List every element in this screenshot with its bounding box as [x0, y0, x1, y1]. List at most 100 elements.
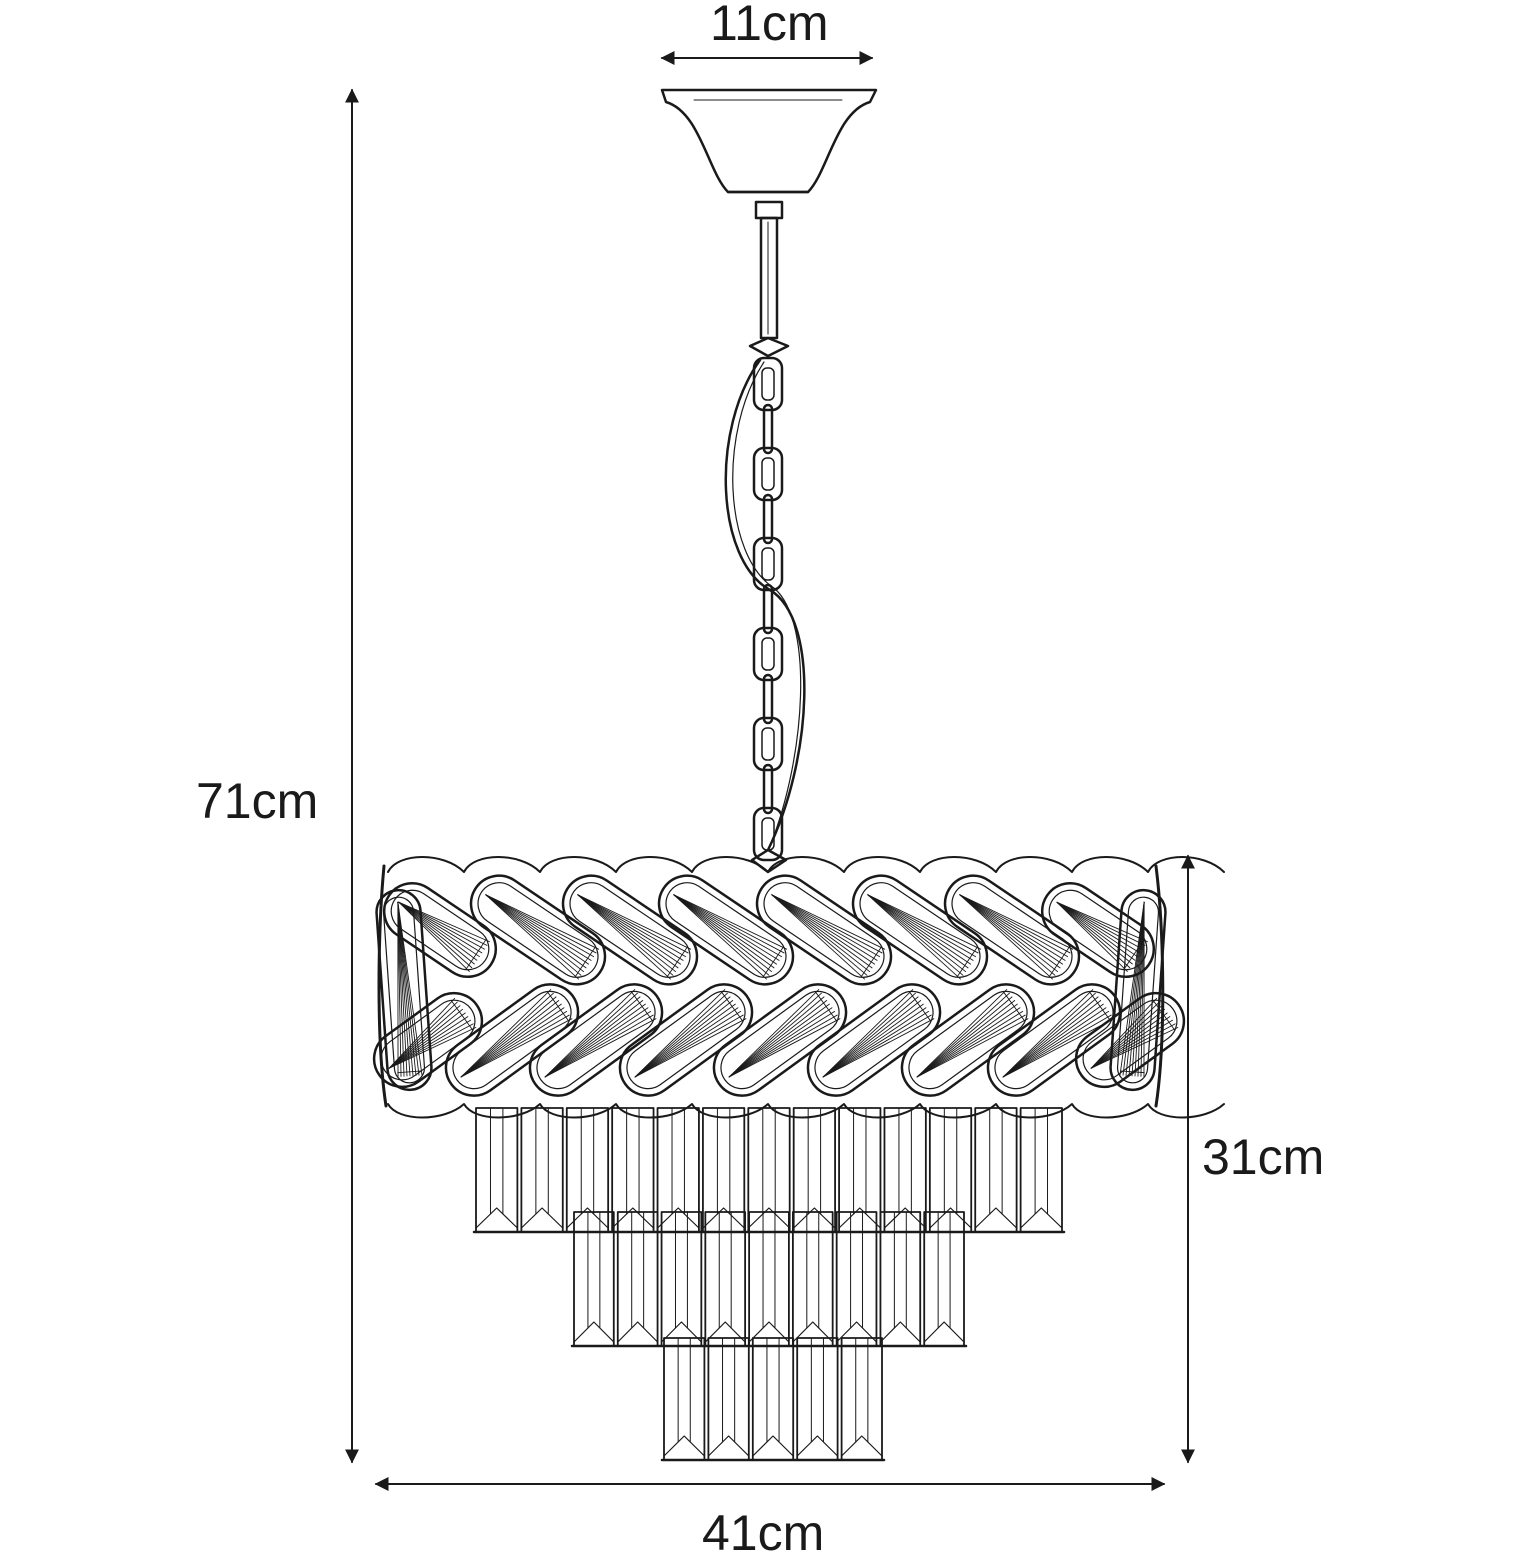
prism-body — [747, 1107, 791, 1233]
crystal-facet — [577, 894, 682, 965]
crystal-facet — [1131, 901, 1145, 1077]
prism-body — [1019, 1107, 1063, 1233]
crystal-facet — [916, 996, 1013, 1078]
chain-link-hole — [761, 727, 775, 761]
crystal-facet — [1002, 989, 1094, 1078]
crown-crystal — [943, 874, 1081, 986]
prism — [520, 1107, 564, 1233]
crystal-facet — [450, 1000, 474, 1031]
crystal-facet — [485, 894, 597, 954]
crystal-frame — [943, 874, 1081, 986]
prism — [883, 1107, 927, 1233]
crystal-facet — [959, 894, 1066, 961]
tier-1 — [472, 1107, 1066, 1234]
crystal-facet — [465, 938, 487, 970]
crystal-facet — [1152, 1000, 1176, 1031]
crystal-facet — [1002, 1007, 1107, 1078]
crystal-inner — [536, 990, 656, 1090]
prism-body — [704, 1211, 747, 1347]
crystal-facet — [867, 894, 961, 980]
crystal-facet — [771, 894, 881, 958]
crown-crystal — [986, 983, 1122, 1097]
crystal-facet — [577, 894, 679, 969]
crystal-facet — [771, 894, 870, 973]
crystal-frame — [900, 983, 1036, 1097]
crystal-facet — [771, 894, 865, 980]
crystal-facet — [544, 1000, 644, 1078]
crystal-facet — [634, 1003, 736, 1078]
crystal-facet — [728, 1000, 828, 1078]
prism — [835, 1211, 878, 1347]
crystal-facet — [397, 901, 411, 1077]
crown-crystal — [444, 983, 580, 1097]
crystal-facet — [485, 894, 584, 973]
prism-tip — [617, 1321, 659, 1343]
crystal-facet — [916, 1010, 1024, 1078]
crystal-frame — [1040, 882, 1156, 978]
prism-body — [475, 1107, 519, 1233]
crystal-facet — [959, 894, 1056, 976]
crystal-facet — [574, 946, 596, 978]
crystal-facet — [634, 1010, 742, 1078]
crystal-facet — [822, 1018, 935, 1078]
prism-body — [879, 1211, 922, 1347]
crystal-facet — [397, 901, 408, 1077]
crystal-facet — [771, 894, 876, 965]
chain-link — [752, 806, 784, 862]
crystal-facet — [822, 992, 916, 1078]
crystal-facet — [1122, 901, 1145, 1076]
crystal-facet — [1002, 1000, 1102, 1078]
crystal-facet — [959, 894, 1058, 973]
prism — [747, 1107, 791, 1233]
crystal-facet — [485, 894, 590, 965]
crystal-facet — [1002, 1010, 1110, 1078]
prism — [616, 1211, 659, 1347]
crystal-facet — [956, 946, 978, 978]
crystal-facet — [728, 996, 825, 1078]
prism — [704, 1211, 747, 1347]
crystal-facet — [867, 894, 974, 961]
crystal-facet — [397, 901, 417, 1076]
crystal-facet — [577, 894, 676, 973]
crystal-inner — [994, 990, 1114, 1090]
crystal-inner — [569, 882, 691, 978]
crystal-facet — [728, 1010, 836, 1078]
crystal-facet — [544, 1010, 652, 1078]
crown-crystal — [375, 888, 433, 1092]
crystal-facet — [916, 992, 1010, 1078]
prism-tip — [974, 1207, 1018, 1229]
crystal-facet — [1090, 1005, 1163, 1069]
crystal-facet — [673, 894, 788, 950]
crystal-frame — [851, 874, 989, 986]
crystal-inner — [908, 990, 1028, 1090]
crown-scallop-bottom — [387, 1103, 1225, 1119]
crystal-facet — [822, 996, 919, 1078]
suspension-chain — [750, 356, 788, 874]
crystal-facet — [1056, 901, 1128, 972]
crystal-facet — [397, 901, 399, 1078]
prism-body — [748, 1211, 790, 1347]
crystal-frame — [375, 888, 433, 1092]
crystal-facet — [398, 901, 470, 972]
crystal-inner — [380, 999, 476, 1081]
prism-tip — [707, 1435, 750, 1457]
crystal-facet — [916, 1014, 1026, 1078]
power-cable — [724, 358, 806, 852]
chain-link-hole — [761, 547, 775, 581]
crystal-facet — [959, 894, 1069, 958]
crystal-facet — [398, 901, 480, 958]
crystal-frame — [444, 983, 580, 1097]
crystal-facet — [1056, 901, 1143, 950]
crystal-facet — [398, 901, 473, 969]
crystal-inner — [382, 896, 426, 1084]
body-height-label: 31cm — [1202, 1129, 1325, 1185]
chain-link-hole — [761, 457, 775, 491]
crystal-facet — [1089, 991, 1112, 1022]
crystal-inner — [763, 882, 885, 978]
prism-body — [616, 1211, 659, 1347]
tier-3 — [660, 1337, 886, 1462]
crystal-facet — [577, 894, 671, 980]
crystal-crown-ring — [372, 856, 1225, 1119]
crystal-facet — [721, 991, 744, 1022]
crown-crystal — [851, 874, 989, 986]
